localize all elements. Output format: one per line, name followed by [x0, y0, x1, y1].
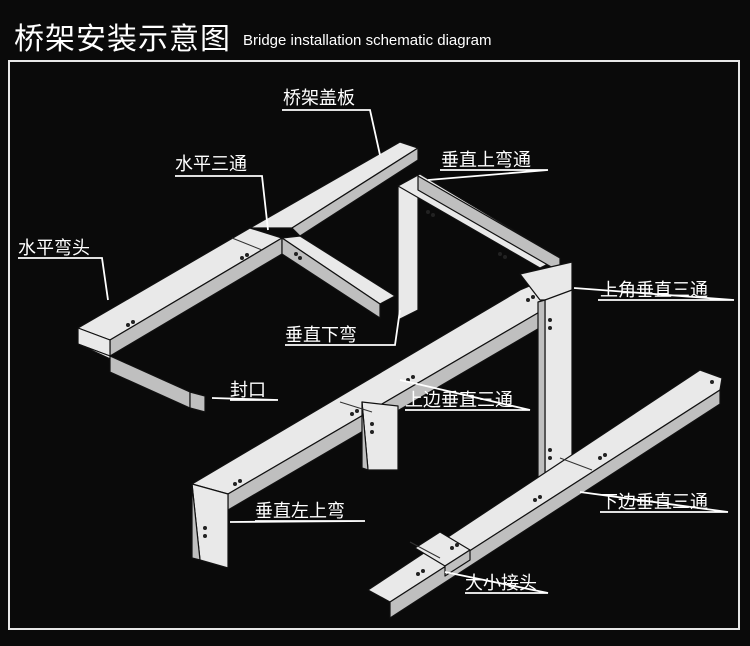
label-end-cap: 封口: [230, 380, 266, 401]
label-vertical-down-bend: 垂直下弯: [285, 325, 357, 346]
horizontal-elbow-shape: [77, 327, 206, 413]
label-cover-plate: 桥架盖板: [283, 88, 355, 109]
horizontal-tee-branch: [281, 235, 396, 319]
reducer-joint-shape: [414, 531, 471, 577]
cover-plate-run: [249, 141, 419, 237]
bolt-holes: [126, 210, 714, 576]
label-upper-side-vertical-tee: 上边垂直三通: [405, 390, 513, 411]
label-corner-vertical-tee: 上角垂直三通: [600, 280, 708, 301]
vertical-left-upper-bend-leg: [191, 483, 229, 569]
label-vertical-left-upper-bend: 垂直左上弯: [255, 501, 345, 522]
diagram-frame: [8, 60, 740, 630]
page-subtitle: Bridge installation schematic diagram: [243, 32, 492, 49]
leader-lines: [18, 109, 735, 594]
label-vertical-upper-bend-tee: 垂直上弯通: [441, 150, 531, 171]
label-reducer-joint: 大小接头: [465, 573, 537, 594]
page-title: 桥架安装示意图: [14, 22, 231, 57]
label-horizontal-elbow: 水平弯头: [18, 238, 90, 259]
vertical-upper-bend-riser: [397, 173, 561, 321]
label-horizontal-tee: 水平三通: [175, 154, 247, 175]
label-lower-side-vertical-tee: 下边垂直三通: [600, 492, 708, 513]
tray-upper-left-run: [77, 227, 283, 357]
upper-side-vertical-tee-leg: [361, 401, 399, 471]
corner-vertical-tee-column: [537, 289, 573, 485]
